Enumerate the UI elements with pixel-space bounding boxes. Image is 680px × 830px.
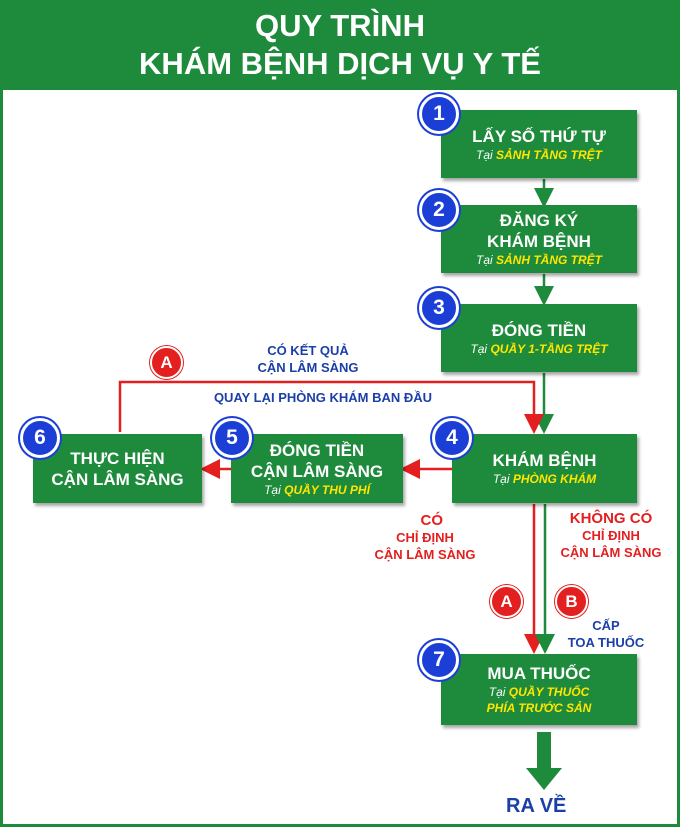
page-header: QUY TRÌNH KHÁM BỆNH DỊCH VỤ Y TẾ (0, 0, 680, 90)
step-3-title: ĐÓNG TIỀN (491, 320, 587, 340)
step-7-title: MUA THUỐC (487, 664, 591, 683)
return-label: QUAY LẠI PHÒNG KHÁM BAN ĐẦU (213, 390, 433, 405)
step-2-title-line2: KHÁM BỆNH (487, 232, 591, 251)
step-6-title-line1: THỰC HIỆN (70, 448, 165, 468)
exit-label: RA VỀ (506, 795, 567, 817)
step-4-number-badge: 4 (432, 418, 472, 458)
step-7-location-line1: Tại QUẦY THUỐC (488, 685, 590, 699)
result-label: CÓ KẾT QUẢ CẬN LÂM SÀNG (257, 343, 359, 375)
exit-arrow (526, 732, 562, 790)
step-5-box: ĐÓNG TIỀN CẬN LÂM SÀNG Tại QUẦY THU PHÍ (231, 434, 403, 503)
step-5-title-line1: ĐÓNG TIỀN (269, 440, 365, 460)
step-7-location-line2: PHÍA TRƯỚC SẢN (486, 701, 592, 715)
marker-b: B (555, 585, 588, 618)
step-7-box: MUA THUỐC Tại QUẦY THUỐC PHÍA TRƯỚC SẢN (441, 654, 637, 725)
yes-indication-label: CÓ CHỈ ĐỊNH CẬN LÂM SÀNG (374, 512, 476, 562)
step-3-location: Tại QUẦY 1-TẦNG TRỆT (470, 341, 608, 356)
step-4-title: KHÁM BỆNH (492, 451, 597, 470)
step-2-location: Tại SẢNH TẦNG TRỆT (475, 253, 602, 267)
step-1-box: LẤY SỐ THỨ TỰ Tại SẢNH TẦNG TRỆT (441, 110, 637, 178)
step-7-number-badge: 7 (419, 640, 459, 680)
step-6-box: THỰC HIỆN CẬN LÂM SÀNG (33, 434, 202, 503)
step-5-title-line2: CẬN LÂM SÀNG (250, 461, 384, 481)
step-4-box: KHÁM BỆNH Tại PHÒNG KHÁM (452, 434, 637, 503)
step-6-number-badge: 6 (20, 418, 60, 458)
step-4-location: Tại PHÒNG KHÁM (492, 472, 597, 486)
arrow-6-back-to-4 (118, 380, 544, 434)
step-3-number-badge: 3 (419, 288, 459, 328)
step-2-number-badge: 2 (419, 190, 459, 230)
step-3-box: ĐÓNG TIỀN Tại QUẦY 1-TẦNG TRỆT (441, 304, 637, 372)
step-2-box: ĐĂNG KÝ KHÁM BỆNH Tại SẢNH TẦNG TRỆT (441, 205, 637, 273)
step-6-title-line2: CẬN LÂM SÀNG (51, 469, 184, 489)
step-1-title: LẤY SỐ THỨ TỰ (472, 126, 606, 146)
step-1-location: Tại SẢNH TẦNG TRỆT (475, 147, 602, 162)
prescription-label: CẤP TOA THUỐC (567, 618, 645, 650)
no-indication-label: KHÔNG CÓ CHỈ ĐỊNH CẬN LÂM SÀNG (560, 510, 662, 560)
step-2-title-line1: ĐĂNG KÝ (499, 211, 579, 230)
step-5-location: Tại QUẦY THU PHÍ (264, 482, 370, 497)
step-1-number-badge: 1 (419, 94, 459, 134)
header-title-line2: KHÁM BỆNH DỊCH VỤ Y TẾ (139, 46, 541, 81)
header-title-line1: QUY TRÌNH (255, 8, 425, 43)
step-5-number-badge: 5 (212, 418, 252, 458)
marker-a-bottom: A (490, 585, 523, 618)
marker-a-top: A (150, 346, 183, 379)
